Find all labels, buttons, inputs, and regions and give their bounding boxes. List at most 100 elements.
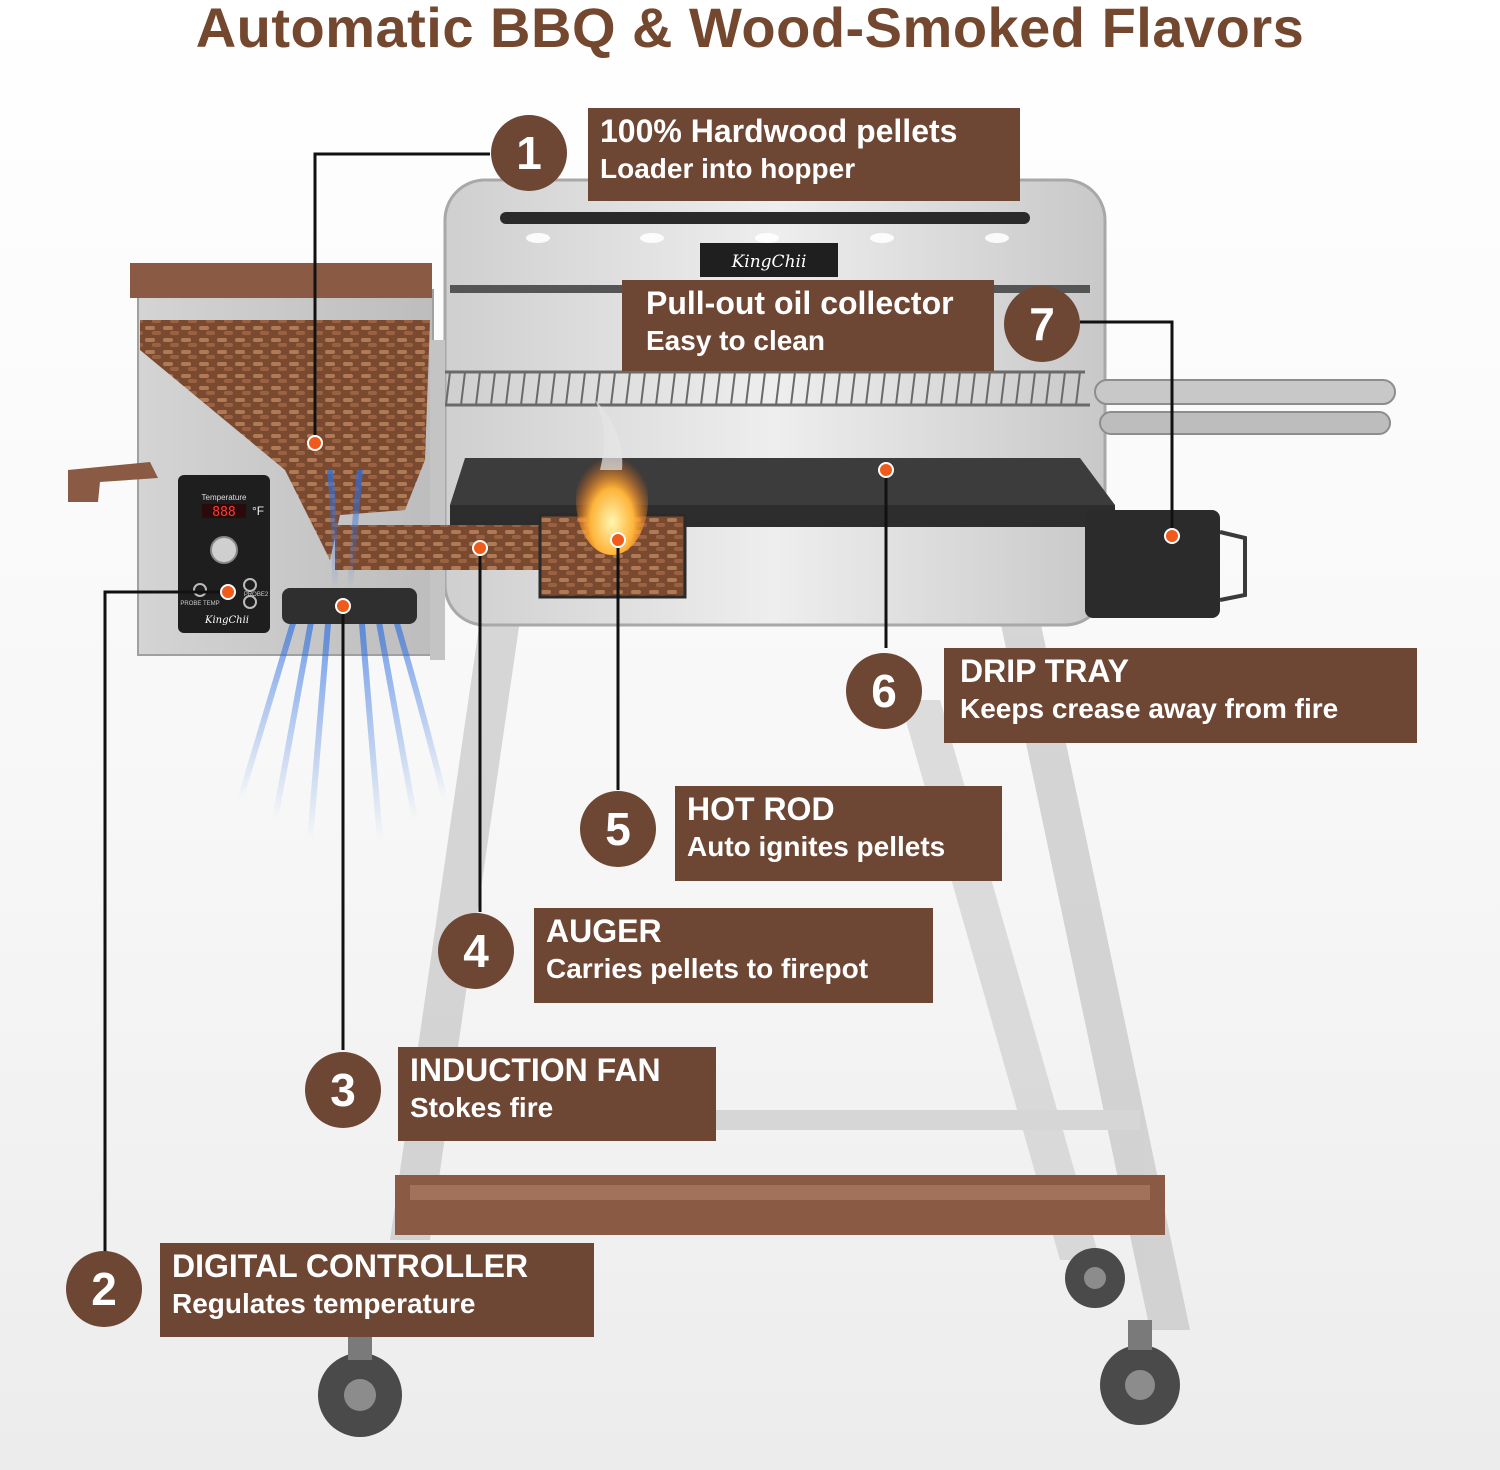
leader-2 <box>103 590 228 1255</box>
callout-4-title: AUGER <box>546 913 662 949</box>
callout-4-number: 4 <box>438 913 514 989</box>
callout-5-subtitle: Auto ignites pellets <box>687 831 946 862</box>
grate-bar <box>460 371 466 406</box>
grate-bar <box>1000 371 1006 406</box>
marker-fan <box>335 598 351 614</box>
leader-1 <box>313 152 490 443</box>
callout-5-number: 5 <box>580 791 656 867</box>
grate-bar <box>550 371 556 406</box>
callout-6-title: DRIP TRAY <box>960 653 1129 689</box>
marker-auger <box>472 540 488 556</box>
marker-hot-rod <box>610 532 626 548</box>
grate-bar <box>1060 371 1066 406</box>
grate-bar <box>985 371 991 406</box>
grate-bar <box>520 371 526 406</box>
grate-bar <box>850 371 856 406</box>
grate-bar <box>475 371 481 406</box>
grate-bar <box>775 371 781 406</box>
temperature-dial[interactable] <box>210 536 238 564</box>
marker-oil-collector <box>1164 528 1180 544</box>
oil-collector-bucket <box>1085 510 1220 618</box>
grate-bar <box>1045 371 1051 406</box>
grate-bar <box>670 371 676 406</box>
controller-unit: °F <box>252 504 264 518</box>
grate-bar <box>490 371 496 406</box>
callout-3-label: INDUCTION FAN Stokes fire <box>398 1047 716 1141</box>
grate-bar <box>565 371 571 406</box>
callout-3-title: INDUCTION FAN <box>410 1052 661 1088</box>
callout-6-number: 6 <box>846 653 922 729</box>
grate-bar <box>715 371 721 406</box>
grate-bar <box>760 371 766 406</box>
side-handle <box>1094 379 1396 405</box>
grate-bar <box>910 371 916 406</box>
part-markers <box>220 435 1180 614</box>
grate-bar <box>655 371 661 406</box>
grate-bar <box>790 371 796 406</box>
grate-bar <box>535 371 541 406</box>
grate-bar <box>445 371 451 406</box>
callout-7-subtitle: Easy to clean <box>646 325 825 356</box>
controller-display: 888 <box>212 505 235 520</box>
cooking-grate <box>435 370 1090 407</box>
leader-7 <box>1080 320 1174 536</box>
grate-bar <box>805 371 811 406</box>
grate-bar <box>610 371 616 406</box>
grate-bar <box>595 371 601 406</box>
grate-bar <box>685 371 691 406</box>
grate-bar <box>745 371 751 406</box>
callout-1-subtitle: Loader into hopper <box>600 153 856 184</box>
callout-7-number: 7 <box>1004 286 1080 362</box>
callout-7-title: Pull-out oil collector <box>646 285 954 321</box>
grate-bar <box>925 371 931 406</box>
callout-1-title: 100% Hardwood pellets <box>600 113 958 149</box>
callout-5-label: HOT ROD Auto ignites pellets <box>675 786 1002 881</box>
callout-2-title: DIGITAL CONTROLLER <box>172 1248 529 1284</box>
grate-bar <box>505 371 511 406</box>
controller-heading: Temperature <box>202 493 247 502</box>
grate-bar <box>970 371 976 406</box>
callout-2-subtitle: Regulates temperature <box>172 1288 476 1319</box>
callout-4-subtitle: Carries pellets to firepot <box>546 953 869 984</box>
wheels <box>318 1248 1180 1437</box>
grate-bar <box>865 371 871 406</box>
grate-bar <box>895 371 901 406</box>
grate-bar <box>880 371 886 406</box>
grate-bar <box>1075 371 1081 406</box>
probe-label-right: PROBE2 <box>244 592 269 598</box>
callout-3-subtitle: Stokes fire <box>410 1092 554 1123</box>
marker-hopper <box>307 435 323 451</box>
marker-drip-tray <box>878 462 894 478</box>
probe-label-left: PROBE TEMP <box>180 601 219 607</box>
grate-bar <box>625 371 631 406</box>
callout-2-number: 2 <box>66 1251 142 1327</box>
grate-bar <box>820 371 826 406</box>
callout-5-title: HOT ROD <box>687 791 835 827</box>
callout-1-number: 1 <box>491 115 567 191</box>
callout-6-subtitle: Keeps crease away from fire <box>960 693 1339 724</box>
brand-badge <box>700 243 838 277</box>
bottom-shelf <box>395 1175 1165 1235</box>
callout-4-label: AUGER Carries pellets to firepot <box>534 908 933 1003</box>
grate-bar <box>835 371 841 406</box>
callout-3-number: 3 <box>305 1052 381 1128</box>
brand-logo-text: KingChii <box>731 252 807 272</box>
callout-2-label: DIGITAL CONTROLLER Regulates temperature <box>160 1243 594 1337</box>
hopper-lid <box>130 263 432 298</box>
grate-bar <box>940 371 946 406</box>
callout-1-label: 100% Hardwood pellets Loader into hopper <box>588 108 1020 201</box>
controller-brand: KingChii <box>204 615 249 626</box>
page-title: Automatic BBQ & Wood-Smoked Flavors <box>195 0 1305 59</box>
grate-bar <box>580 371 586 406</box>
grate-bar <box>640 371 646 406</box>
grate-bar <box>1030 371 1036 406</box>
leader-lines <box>103 152 1174 1255</box>
fan-airflow <box>237 469 448 850</box>
grate-bar <box>730 371 736 406</box>
callout-7-label: Pull-out oil collector Easy to clean <box>622 280 994 371</box>
callout-6-label: DRIP TRAY Keeps crease away from fire <box>944 648 1417 743</box>
grate-bar <box>700 371 706 406</box>
marker-controller <box>220 584 236 600</box>
auger-tube <box>335 525 545 570</box>
grate-bar <box>955 371 961 406</box>
